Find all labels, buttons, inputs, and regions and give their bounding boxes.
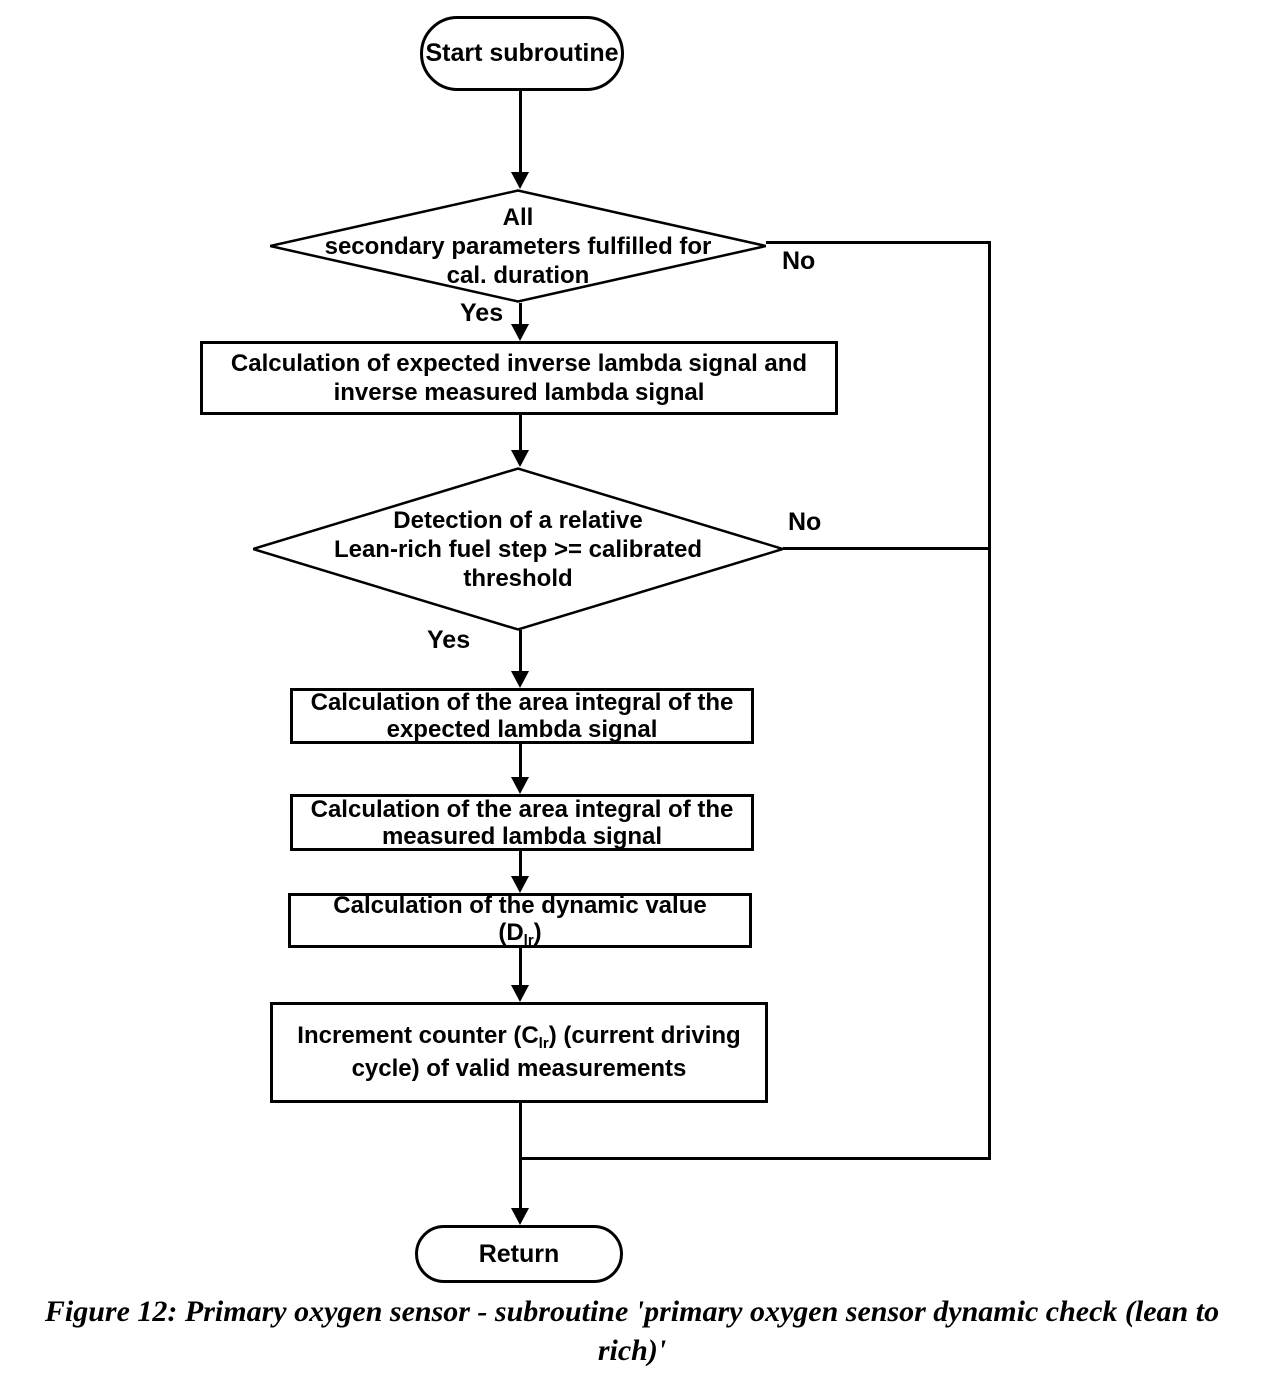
process-dynamic-value: Calculation of the dynamic value (Dlr) <box>288 892 752 949</box>
arrow-head <box>511 777 529 794</box>
flow-line-decision2-to-process2 <box>519 630 522 672</box>
flow-line-no1 <box>766 241 991 244</box>
flow-line-no2 <box>783 547 988 550</box>
arrow-head <box>511 985 529 1002</box>
process-dynamic-value-label: Calculation of the dynamic value (Dlr) <box>291 892 749 949</box>
flow-line-decision1-to-process1 <box>519 303 522 327</box>
arrow-head <box>511 1208 529 1225</box>
flow-line-process3-to-process4 <box>519 851 522 877</box>
decision1-label: All secondary parameters fulfilled for c… <box>324 204 712 289</box>
arrow-head <box>511 671 529 688</box>
arrow-head <box>511 876 529 893</box>
process-increment-counter-label: Increment counter (Clr) (current driving… <box>273 1021 765 1084</box>
process-area-integral-measured-label: Calculation of the area integral of the … <box>310 795 734 850</box>
no1-label: No <box>782 247 816 275</box>
decision2-label: Detection of a relative Lean-rich fuel s… <box>333 507 703 592</box>
no2-label: No <box>788 508 822 536</box>
process-calc-inverse-lambda-label: Calculation of expected inverse lambda s… <box>230 350 808 406</box>
process-calc-inverse-lambda: Calculation of expected inverse lambda s… <box>200 341 838 415</box>
return-node: Return <box>415 1225 623 1283</box>
flow-line-no-return <box>988 241 991 1160</box>
start-node: Start subroutine <box>420 16 624 91</box>
arrow-head <box>511 324 529 341</box>
process-area-integral-expected: Calculation of the area integral of the … <box>290 688 754 744</box>
increment-counter-subscript: lr <box>538 1035 549 1052</box>
return-node-label: Return <box>478 1239 560 1268</box>
process-area-integral-measured: Calculation of the area integral of the … <box>290 794 754 851</box>
dynamic-value-suffix: ) <box>533 919 542 946</box>
arrow-head <box>511 172 529 189</box>
decision2-diamond <box>253 467 783 631</box>
process-area-integral-expected-label: Calculation of the area integral of the … <box>310 689 734 743</box>
flow-line-process2-to-process3 <box>519 744 522 778</box>
flow-line-process1-to-decision2 <box>519 415 522 452</box>
flow-line-start-to-decision1 <box>519 91 522 173</box>
decision1-diamond <box>270 189 766 303</box>
yes2-label: Yes <box>427 626 471 654</box>
figure-caption: Figure 12: Primary oxygen sensor - subro… <box>44 1295 1220 1367</box>
flow-line-no-join <box>519 1157 991 1160</box>
process-increment-counter: Increment counter (Clr) (current driving… <box>270 1002 768 1103</box>
dynamic-value-text: Calculation of the dynamic value (D <box>333 892 707 946</box>
arrow-head <box>511 450 529 467</box>
increment-counter-suffix: ) (current driving cycle) of valid measu… <box>351 1022 741 1082</box>
flow-line-process4-to-process5 <box>519 948 522 988</box>
yes1-label: Yes <box>460 299 504 327</box>
flow-line-process5-to-return <box>519 1103 522 1208</box>
start-node-label: Start subroutine <box>425 39 619 67</box>
dynamic-value-subscript: lr <box>523 932 534 949</box>
increment-counter-prefix: Increment counter (C <box>297 1022 539 1049</box>
